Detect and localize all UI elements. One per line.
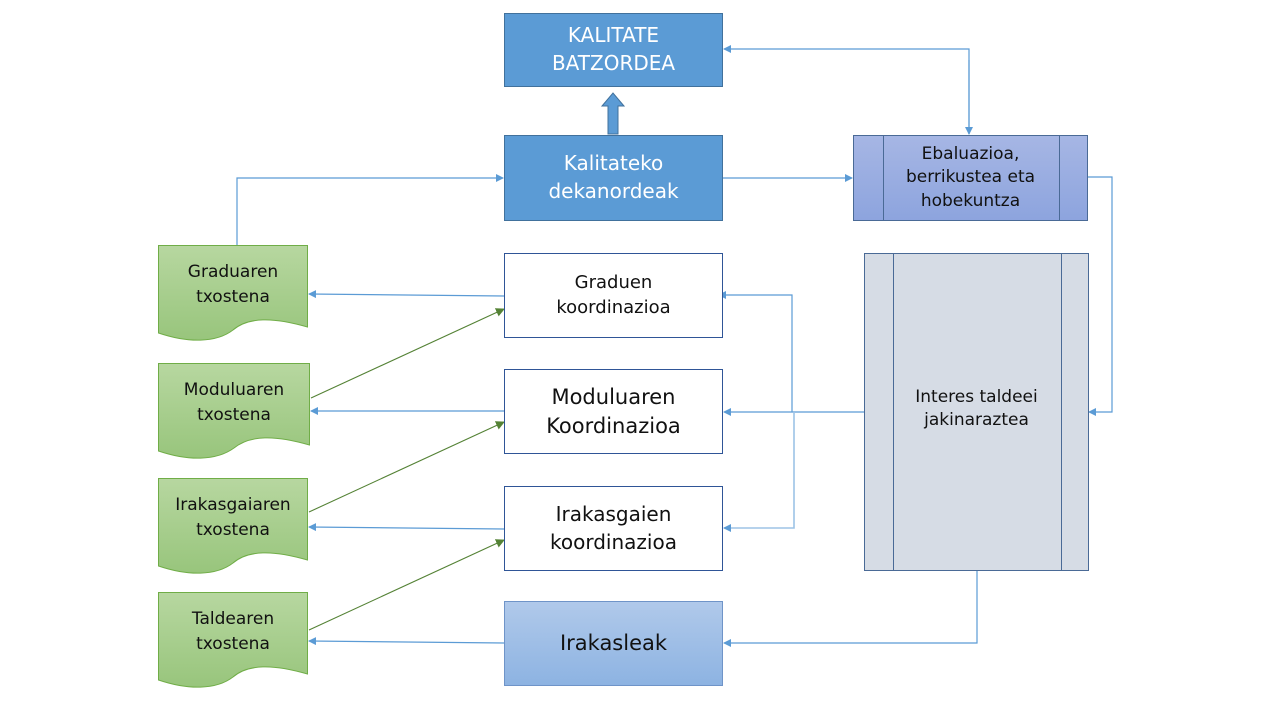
connector-interes-to-irakasleak [723,571,978,647]
connector-graduaren-to-dekanordeak [236,174,504,245]
connector-irakasgaien-to-irakasgaiaren [308,523,505,532]
doc-label: Irakasgaiaren txostena [175,494,291,541]
connector-interes-to-graduen [718,291,793,412]
node-interes-taldeei: Interes taldeei jakinaraztea [864,253,1089,571]
node-label: Ebaluazioa, berrikustea eta hobekuntza [905,143,1036,211]
node-label: Kalitateko dekanordeak [548,151,679,203]
node-kalitateko-dekanordeak: Kalitateko dekanordeak [504,135,723,221]
node-irakasleak: Irakasleak [504,601,723,686]
connector-batzordea-ebaluazioa [723,45,970,134]
doc-moduluaren-txostena: Moduluaren txostena [158,363,310,461]
document-shape [158,478,308,574]
doc-irakasgaiaren-txostena: Irakasgaiaren txostena [158,478,308,576]
node-kalitate-batzordea: KALITATE BATZORDEA [504,13,723,87]
connector-taldearen-to-irakasgaien [308,539,505,631]
doc-label: Moduluaren txostena [183,379,285,426]
node-label: Interes taldeei jakinaraztea [915,386,1038,430]
connector-interes-to-irakasgaien [723,412,795,532]
connector-moduluaren-txostena-to-graduen [310,308,505,399]
doc-graduaren-txostena: Graduaren txostena [158,245,308,343]
doc-label: Taldearen txostena [191,608,275,655]
process-bar-left [883,136,884,220]
node-label: KALITATE BATZORDEA [551,23,676,75]
node-moduluaren-koordinazioa: Moduluaren Koordinazioa [504,369,723,454]
node-label: Moduluaren Koordinazioa [546,384,681,438]
node-label: Irakasgaien koordinazioa [550,501,677,554]
doc-label: Graduaren txostena [187,261,279,308]
connector-irakasgaiaren-to-moduluaren [308,421,505,513]
node-irakasgaien-koordinazioa: Irakasgaien koordinazioa [504,486,723,571]
connector-irakasleak-to-taldearen [308,637,505,646]
node-label: Irakasleak [559,631,668,656]
connector-graduen-to-graduaren [308,290,505,299]
node-ebaluazioa: Ebaluazioa, berrikustea eta hobekuntza [853,135,1088,221]
node-label: Graduen koordinazioa [556,271,671,318]
connector-ebaluazioa-to-interes [1088,176,1113,416]
doc-taldearen-txostena: Taldearen txostena [158,592,308,690]
process-bar-left [893,254,894,570]
node-graduen-koordinazioa: Graduen koordinazioa [504,253,723,338]
document-shape [158,363,310,459]
process-bar-right [1059,136,1060,220]
document-shape [158,592,308,688]
up-block-arrow [600,92,626,135]
document-shape [158,245,308,341]
process-bar-right [1061,254,1062,570]
